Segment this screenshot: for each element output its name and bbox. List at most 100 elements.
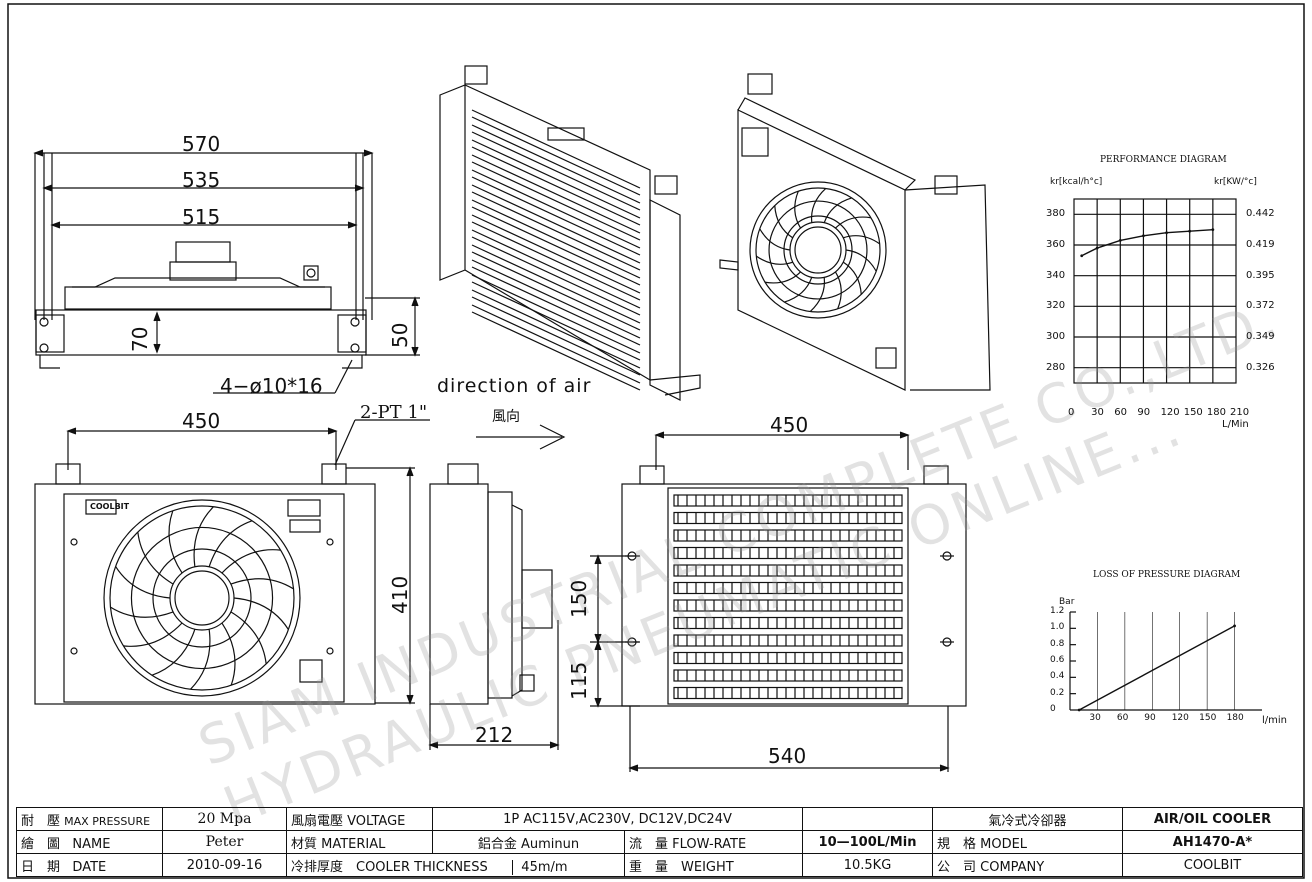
front-view-fan-blade	[137, 532, 174, 585]
rear-view-fin-row	[673, 564, 903, 577]
iso1-fin-row	[471, 214, 641, 294]
performance-x-tick: 120	[1160, 407, 1180, 418]
dim-150: 150	[567, 579, 591, 618]
top-view-bracket-right	[337, 314, 367, 353]
iso2-fan-blade	[845, 249, 877, 272]
top-view-motor-cap	[175, 241, 231, 263]
front-view-bolt	[326, 538, 334, 546]
iso2-port-bottom	[934, 175, 958, 195]
iso1-fin-row	[471, 244, 641, 324]
iso1-fin-row	[471, 236, 641, 316]
title-block-row-1: 耐 壓 MAX PRESSURE 20 Mpa 風扇電壓 VOLTAGE 1P …	[16, 807, 1303, 831]
title-block: 耐 壓 MAX PRESSURE 20 Mpa 風扇電壓 VOLTAGE 1P …	[16, 807, 1303, 877]
performance-x-unit: L/Min	[1222, 419, 1249, 430]
loss-y-tick: 0	[1050, 704, 1056, 714]
performance-y-right-tick: 0.442	[1246, 208, 1275, 220]
cooler-thickness-value: 45m/m	[512, 859, 568, 875]
iso1-fin-row	[471, 146, 641, 226]
dim-115: 115	[567, 661, 591, 700]
top-view-core	[35, 309, 367, 356]
front-view-fan-blade	[110, 606, 174, 618]
loss-y-tick: 1.0	[1050, 622, 1065, 633]
wind-direction-label: 風向	[492, 409, 520, 425]
performance-point	[1211, 228, 1215, 232]
front-view-fan-blade	[221, 622, 236, 686]
front-view-fan-blade	[230, 578, 294, 590]
iso2-switch	[875, 347, 897, 369]
iso1-fin-row	[471, 311, 641, 391]
iso2-fan-guard-mid	[768, 200, 868, 300]
loss-x-tick: 90	[1144, 713, 1156, 723]
iso1-left-bracket	[439, 84, 466, 281]
iso1-port-bottom	[654, 175, 678, 195]
iso1-fin-row	[471, 289, 641, 369]
front-view-fan-blade	[151, 629, 196, 676]
front-view-fan-blade	[193, 506, 214, 567]
flow-rate-value: 10—100L/Min	[802, 830, 933, 854]
front-view-fan-ring-inner	[109, 505, 295, 691]
performance-point	[1118, 238, 1122, 242]
iso2-top-edge	[737, 97, 917, 191]
iso2-fan-blade	[810, 188, 827, 223]
dim-540: 540	[768, 744, 807, 768]
rear-view-frame	[621, 483, 967, 707]
loss-curve	[1078, 625, 1235, 711]
side-view-motor	[521, 569, 553, 629]
iso2-fan-blade	[834, 271, 842, 310]
front-view-bolt	[70, 538, 78, 546]
front-view-fan-blade	[233, 597, 289, 630]
front-view-fan-blade	[208, 520, 253, 567]
voltage-value: 1P AC115V,AC230V, DC12V,DC24V	[432, 807, 803, 831]
title-block-row-3: 日 期 DATE 2010-09-16 冷排厚度 COOLER THICKNES…	[16, 853, 1303, 877]
performance-y-right-tick: 0.419	[1246, 239, 1275, 250]
model-label: 規 格 MODEL	[932, 830, 1123, 854]
iso1-port-top	[464, 65, 488, 85]
top-view-shroud-edge	[72, 277, 325, 288]
front-view-fan-hub-inner	[174, 570, 230, 626]
air-direction-label: direction of air	[437, 375, 592, 397]
loss-x-tick: 60	[1116, 713, 1129, 723]
blank-cell	[802, 807, 933, 831]
cooler-thickness-label: 冷排厚度 COOLER THICKNESS 45m/m	[286, 853, 625, 877]
date-label: 日 期 DATE	[16, 853, 163, 877]
iso1-fin-row	[471, 191, 641, 271]
dim-515: 515	[182, 205, 221, 229]
iso1-right-bracket	[649, 199, 681, 401]
performance-y-right-tick: 0.395	[1246, 269, 1275, 281]
iso2-fan-blade	[835, 216, 872, 229]
front-view-switch	[299, 659, 323, 683]
iso1-fin-row	[471, 281, 641, 361]
dim-212-line-head-right	[549, 741, 560, 749]
performance-x-tick: 30	[1091, 407, 1104, 418]
front-view-bolt	[70, 647, 78, 655]
iso1-fin-row	[471, 296, 641, 376]
performance-y-left-tick: 380	[1046, 208, 1066, 220]
performance-y-right-tick: 0.349	[1246, 331, 1275, 342]
iso2-fan-blade	[843, 235, 881, 245]
rear-view-fin-row	[673, 634, 903, 647]
iso2-fan-blade	[774, 205, 794, 239]
air-arrow-head	[539, 424, 566, 450]
iso1-core-outline	[464, 84, 651, 382]
performance-y-left-tick: 280	[1046, 361, 1066, 373]
weight-value: 10.5KG	[802, 853, 933, 877]
performance-y-left-tick: 320	[1046, 300, 1066, 312]
top-view-foot-left	[39, 355, 60, 369]
material-label: 材質 MATERIAL	[286, 830, 433, 854]
dim-50-line-head-top	[411, 296, 419, 307]
top-view-motor	[169, 261, 237, 281]
performance-left-unit: kr[kcal/h°c]	[1050, 177, 1103, 187]
rear-view-fin-row	[673, 511, 903, 525]
iso1-fin-row	[471, 251, 641, 331]
performance-right-unit: kr[KW/°c]	[1214, 177, 1257, 187]
front-view-fan-hub	[169, 565, 235, 631]
max-pressure-label: 耐 壓 MAX PRESSURE	[16, 807, 163, 831]
front-view-shroud	[63, 493, 345, 703]
iso2-fan-blade	[823, 197, 852, 223]
iso1-fin-row	[471, 221, 641, 301]
weight-label: 重 量 WEIGHT	[624, 853, 803, 877]
performance-y-right-tick: 0.326	[1246, 361, 1275, 373]
date-value: 2010-09-16	[162, 853, 287, 877]
iso2-fan-blade	[764, 271, 801, 284]
side-view-port	[447, 463, 479, 485]
